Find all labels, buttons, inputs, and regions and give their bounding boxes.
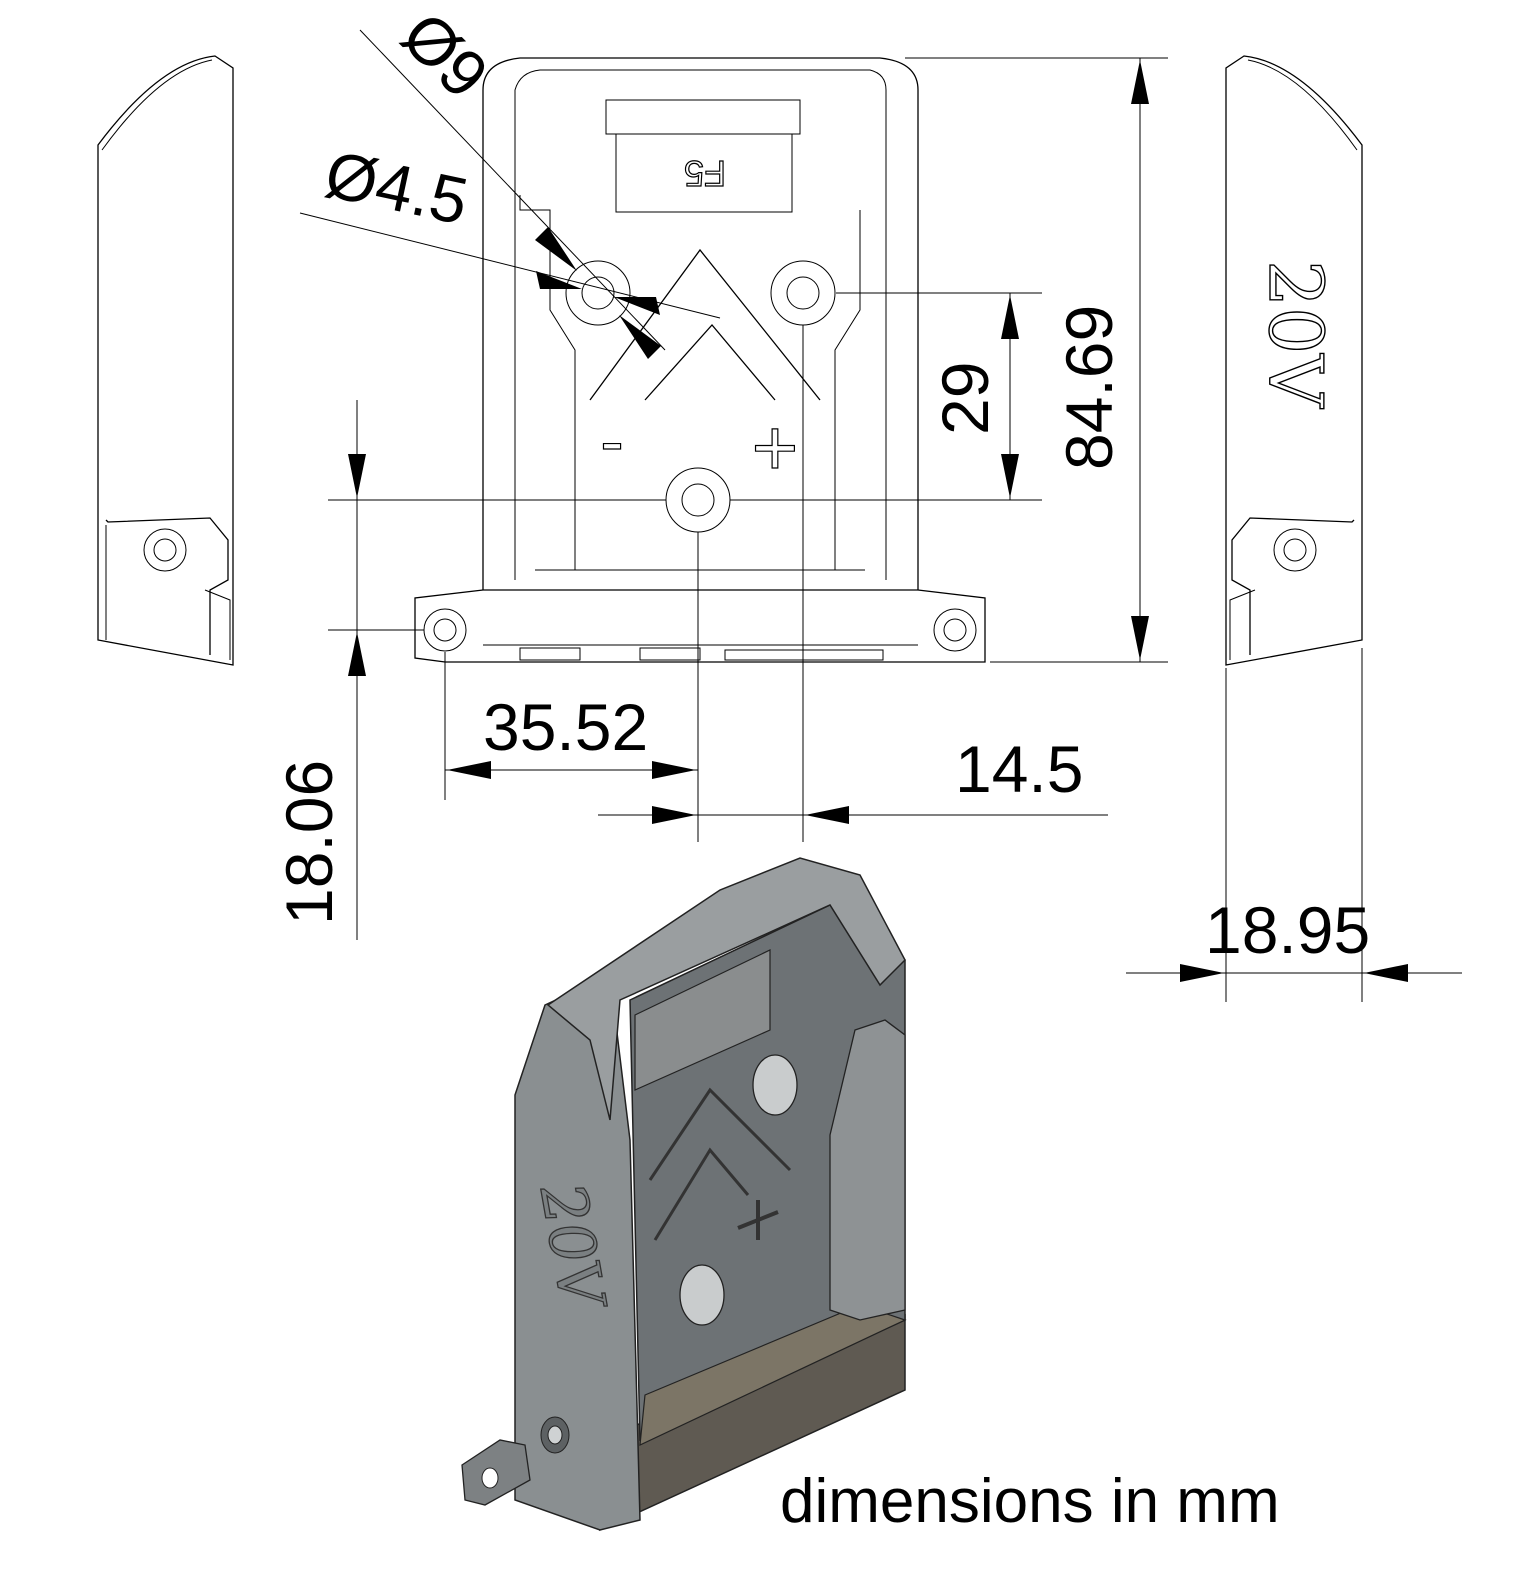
units-note: dimensions in mm <box>780 1467 1280 1536</box>
dimension-labels: 84.69 29 18.06 35.52 14.5 18.95 Ø9 Ø4.5 <box>272 0 1370 967</box>
mounting-hole-left <box>565 260 631 326</box>
dimension-lines <box>299 29 1462 1002</box>
dim-hole-spacing: 29 <box>928 362 1002 435</box>
dim-hole-offset-ear: 35.52 <box>483 690 648 764</box>
dim-large-diameter: Ø9 <box>388 0 503 112</box>
mounting-hole-bottom <box>665 467 731 533</box>
voltage-label-side: 20V <box>1252 260 1338 409</box>
left-side-view <box>97 55 234 666</box>
isometric-view: 20V <box>461 857 907 1532</box>
fuse-label: F5 <box>684 153 726 194</box>
minus-sign: - <box>600 402 623 480</box>
plus-sign: + <box>752 403 799 492</box>
right-side-view: 20V <box>1225 55 1363 666</box>
dim-hole-offset-horizontal: 14.5 <box>955 732 1083 806</box>
dim-depth: 18.95 <box>1205 893 1370 967</box>
dim-ear-hole-height: 18.06 <box>272 760 346 925</box>
front-view: F5 - + <box>414 57 986 663</box>
dim-overall-height: 84.69 <box>1052 305 1126 470</box>
mounting-hole-right <box>770 260 836 326</box>
